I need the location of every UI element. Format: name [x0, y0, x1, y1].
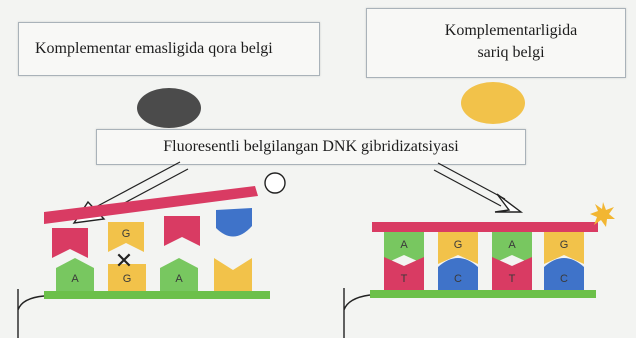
left-probe-base-3	[216, 208, 252, 237]
fluorescent-star-icon	[590, 202, 615, 227]
match-label-box: Komplementarligida sariq belgi	[366, 8, 626, 78]
right-target-strand	[370, 290, 596, 298]
right-target-base-letter-2: T	[509, 273, 516, 285]
left-probe-top-strand	[44, 186, 258, 224]
right-target-base-2	[492, 257, 532, 290]
mismatch-cross: ✕	[115, 249, 133, 274]
left-target-base-0	[56, 258, 94, 292]
left-probe-base-1	[108, 222, 144, 252]
right-arrow	[433, 162, 524, 213]
right-probe-base-letter-1: G	[454, 239, 463, 251]
right-target-base-letter-0: T	[401, 273, 408, 285]
left-empty-marker	[264, 172, 286, 194]
left-target-base-3	[214, 258, 252, 292]
match-label-line2: sariq belgi	[477, 44, 545, 61]
right-target-base-1	[438, 258, 478, 290]
hybridization-label: Fluoresentli belgilangan DNK gibridizats…	[163, 138, 459, 155]
right-probe-base-letter-0: A	[400, 239, 408, 251]
right-probe-base-3	[544, 232, 584, 264]
right-target-base-0	[384, 257, 424, 290]
right-probe-base-1	[438, 232, 478, 264]
right-probe-top-strand	[372, 222, 598, 232]
left-anchor-line	[17, 289, 45, 338]
right-probe-complex: A G A G T C T C	[343, 202, 615, 338]
left-target-strand	[44, 291, 270, 299]
right-probe-base-letter-2: A	[508, 239, 516, 251]
left-target-base-letter-0: A	[71, 273, 79, 285]
left-target-base-2	[160, 258, 198, 292]
mismatch-label-box: Komplementar emasligida qora belgi	[18, 22, 320, 76]
mismatch-label: Komplementar emasligida qora belgi	[35, 40, 273, 57]
right-probe-base-0	[384, 232, 424, 264]
match-yellow-marker	[461, 82, 525, 124]
left-probe-complex: G A G A ✕	[17, 172, 286, 338]
match-label-line1: Komplementarligida	[444, 22, 578, 39]
mismatch-black-marker	[137, 88, 201, 128]
right-anchor-line	[343, 288, 371, 338]
right-target-base-letter-3: C	[560, 273, 568, 285]
left-target-base-letter-2: A	[175, 273, 183, 285]
left-probe-base-letter-1: G	[122, 228, 131, 240]
right-target-base-3	[544, 258, 584, 290]
right-target-base-letter-1: C	[454, 273, 462, 285]
left-probe-base-2	[164, 216, 200, 246]
right-probe-base-letter-3: G	[560, 239, 569, 251]
right-probe-base-2	[492, 232, 532, 264]
left-target-base-letter-1: G	[123, 273, 132, 285]
left-probe-base-0	[52, 228, 88, 258]
hybridization-label-box: Fluoresentli belgilangan DNK gibridizats…	[96, 129, 526, 165]
left-target-base-1	[108, 264, 146, 292]
